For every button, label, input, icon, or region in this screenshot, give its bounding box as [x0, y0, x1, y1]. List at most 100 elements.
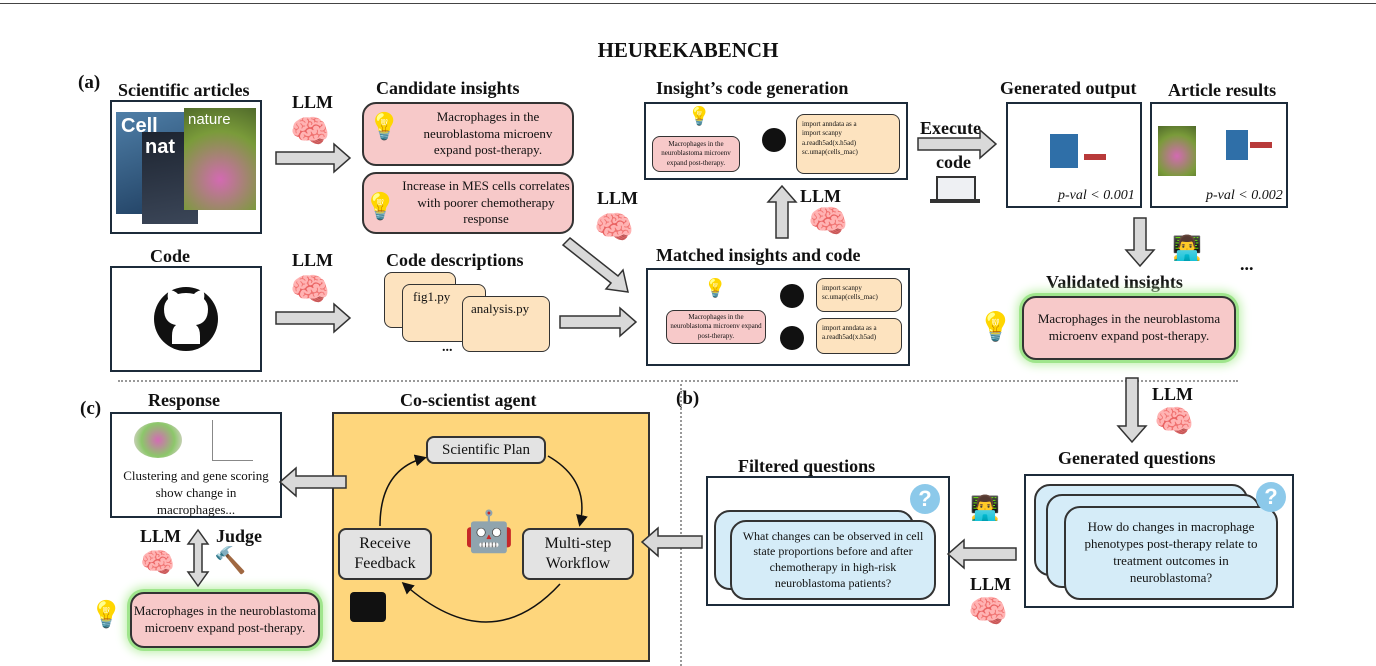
violin-plot-thumbnail: [212, 420, 253, 461]
arrow-output-to-validated: [1124, 217, 1156, 268]
robot-icon: 🤖: [464, 509, 514, 554]
reviewer-icon: 👨‍💻: [1172, 236, 1202, 262]
umap-plot-thumbnail: [134, 422, 182, 458]
candidate-insight-2-text: Increase in MES cells correlates with po…: [402, 177, 570, 227]
arrow-code-to-descriptions: [275, 302, 352, 334]
execute-label: Execute: [920, 118, 981, 138]
scientific-articles-heading: Scientific articles: [118, 80, 250, 100]
lightbulb-icon: 💡: [704, 278, 727, 298]
generated-output-box: p-val < 0.001: [1006, 102, 1142, 208]
generated-code-text: import anndata as a import scanpy a.read…: [802, 120, 858, 157]
arrow-judge-double: [186, 528, 210, 588]
article-results-box: p-val < 0.002: [1150, 102, 1288, 208]
brain-icon: 🧠: [290, 113, 330, 149]
code-heading: Code: [150, 246, 190, 266]
boxplot-box-blue: [1226, 130, 1248, 160]
llm-label-questions: LLM: [1152, 384, 1194, 404]
code-descriptions-heading: Code descriptions: [386, 250, 524, 270]
arrow-filtered-to-agent: [640, 526, 703, 558]
nature-cover-image: nature: [184, 108, 256, 210]
filtered-questions-heading: Filtered questions: [738, 456, 876, 476]
multi-step-workflow-label: Multi-step Workflow: [544, 535, 612, 572]
lightbulb-icon: 💡: [688, 106, 711, 126]
validated-insights-heading: Validated insights: [1046, 272, 1183, 292]
scientific-plan-label: Scientific Plan: [442, 441, 530, 458]
question-icon: ?: [1256, 482, 1286, 512]
brain-icon: 🧠: [140, 548, 175, 579]
question-icon: ?: [910, 484, 940, 514]
scientific-articles-box: Cell nat nature: [110, 100, 262, 234]
loop-plan-to-workflow: [547, 455, 588, 527]
chat-icon: [350, 592, 386, 622]
validated-insight-text: Macrophages in the neuroblastoma microen…: [1037, 311, 1221, 343]
receive-feedback-step: Receive Feedback: [338, 528, 432, 580]
matched-insights-heading: Matched insights and code: [656, 245, 861, 265]
laptop-base: [930, 199, 980, 203]
figure-title: HEUREKABENCH: [597, 38, 779, 62]
arrow-matched-to-generation: [766, 184, 798, 239]
nature-cover-label: nature: [188, 111, 231, 128]
llm-label-code: LLM: [292, 250, 334, 270]
multi-step-workflow-step: Multi-step Workflow: [522, 528, 634, 580]
arrow-descriptions-to-matched: [559, 306, 638, 338]
more-files-ellipsis: ...: [442, 340, 453, 355]
generated-question-card: How do changes in macrophage phenotypes …: [1064, 506, 1278, 600]
response-text: Clustering and gene scoring show change …: [123, 468, 269, 517]
lightbulb-icon: 💡: [364, 192, 397, 221]
generated-question-text: How do changes in macrophage phenotypes …: [1084, 519, 1258, 585]
generated-output-heading: Generated output: [1000, 78, 1137, 98]
generated-pval: p-val < 0.001: [1058, 188, 1135, 203]
arrow-generated-to-filtered: [946, 538, 1017, 570]
code-file-card-analysis: analysis.py: [462, 296, 550, 352]
matched-code-text-2: import anndata as a a.readh5ad(x.h5ad): [822, 324, 877, 342]
top-rule: [0, 3, 1376, 4]
filtered-question-text: What changes can be observed in cell sta…: [742, 528, 924, 590]
loop-workflow-to-feedback: [401, 582, 561, 623]
code-generation-heading: Insight’s code generation: [656, 78, 849, 98]
code-file-fig1: fig1.py: [413, 289, 451, 304]
validated-insight-card: Macrophages in the neuroblastoma microen…: [1022, 296, 1236, 360]
github-icon: [154, 287, 218, 351]
horizontal-separator: [118, 380, 1238, 382]
article-results-heading: Article results: [1168, 80, 1277, 100]
arrow-generation-to-output: [917, 128, 998, 160]
gavel-icon: 🔨: [214, 546, 247, 575]
candidate-insight-2: Increase in MES cells correlates with po…: [362, 172, 574, 234]
matched-code-text-1: import scanpy sc.umap(cells_mac): [822, 284, 878, 302]
matched-code-card-2: import anndata as a a.readh5ad(x.h5ad): [816, 318, 902, 354]
loop-feedback-to-plan: [379, 454, 427, 527]
filtered-question-card: What changes can be observed in cell sta…: [730, 520, 936, 600]
article-cover-image: [1158, 126, 1196, 176]
github-icon: [780, 326, 804, 350]
code-label: code: [936, 152, 971, 172]
candidate-insights-heading: Candidate insights: [376, 78, 520, 98]
github-icon: [780, 284, 804, 308]
llm-label-generation: LLM: [800, 186, 842, 206]
co-scientist-heading: Co-scientist agent: [400, 390, 537, 410]
boxplot-box-red: [1084, 154, 1106, 160]
reviewer-icon: 👨‍💻: [970, 496, 1000, 522]
code-box: [110, 266, 262, 372]
candidate-insight-1: Macrophages in the neuroblastoma microen…: [362, 102, 574, 166]
lightbulb-icon: 💡: [978, 312, 1013, 343]
generation-insight-text: Macrophages in the neuroblastoma microen…: [661, 140, 731, 167]
llm-label-judge: LLM: [140, 526, 182, 546]
response-heading: Response: [148, 390, 221, 410]
article-pval: p-val < 0.002: [1206, 188, 1283, 203]
matched-insight-text: Macrophages in the neuroblastoma microen…: [670, 313, 762, 340]
panel-label-a: (a): [78, 72, 101, 93]
llm-label-filter: LLM: [970, 574, 1012, 594]
brain-icon: 🧠: [290, 271, 330, 307]
boxplot-box-blue: [1050, 134, 1078, 168]
arrow-validated-to-questions: [1116, 377, 1148, 444]
lightbulb-icon: 💡: [90, 600, 123, 629]
brain-icon: 🧠: [808, 203, 848, 239]
github-icon: [762, 128, 786, 152]
judge-insight-text: Macrophages in the neuroblastoma microen…: [133, 603, 317, 635]
arrow-agent-to-response: [278, 466, 347, 498]
generated-code-card: import anndata as a import scanpy a.read…: [796, 114, 900, 174]
cell-cover-label: Cell: [121, 115, 158, 137]
nature-cover-dark-label: nat: [145, 136, 175, 158]
judge-label: Judge: [216, 526, 263, 546]
